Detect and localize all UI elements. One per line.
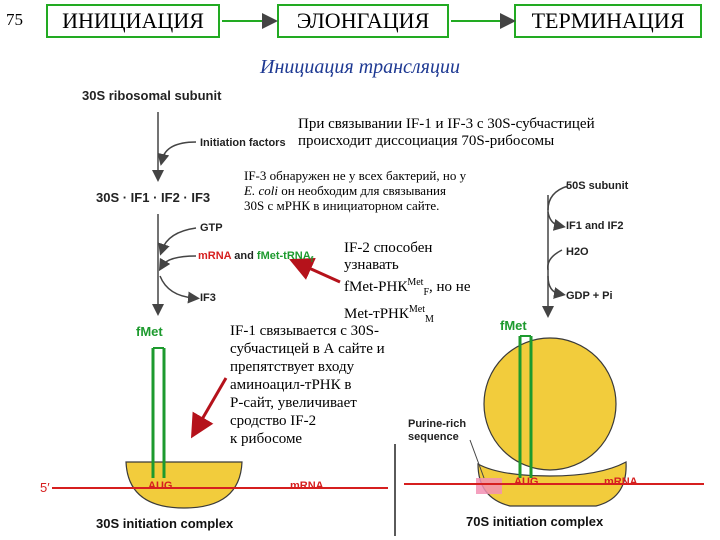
label-purine-rich-sequence: Purine-rich sequence: [408, 418, 466, 444]
label-if3: IF3: [200, 292, 216, 304]
header-box-elongation: ЭЛОНГАЦИЯ: [277, 4, 449, 38]
if3-curve-arrow: [159, 275, 200, 304]
note3-line3-sub: F: [423, 287, 430, 298]
label-aug-70s: AUG: [514, 476, 539, 488]
label-and: and: [234, 250, 254, 262]
purine-pointer: [469, 439, 485, 479]
note4-pointer-arrow: [190, 377, 228, 439]
note1-line2: происходит диссоциация 70S-рибосомы: [298, 133, 555, 149]
label-30s-initiation-complex: 30S initiation complex: [96, 516, 234, 531]
note3-line3-a: fMet-РНК: [344, 279, 408, 295]
note2-line1: IF-3 обнаружен не у всех бактерий, но у: [244, 168, 467, 183]
gdp-curve-arrow: [547, 275, 566, 299]
h2o-curve-arrow: [547, 249, 563, 271]
if1if2-curve-arrow: [547, 211, 566, 231]
label-50s-subunit: 50S subunit: [566, 180, 629, 192]
label-five-prime: 5′: [40, 480, 50, 495]
note2-ecoli-italic: E. coli: [244, 183, 278, 198]
mrna-curve-arrow: [158, 255, 197, 272]
header-box-termination-label: ТЕРМИНАЦИЯ: [531, 8, 685, 33]
header-box-initiation-label: ИНИЦИАЦИЯ: [62, 8, 204, 33]
ribosome-30s: [125, 461, 243, 509]
label-if1-if2: IF1 and IF2: [566, 220, 624, 232]
page-subtitle: Инициация трансляции: [260, 56, 460, 78]
note4-line3: препятствует входу: [230, 359, 355, 375]
purine-rich-highlight: [476, 478, 502, 494]
note3-line1: IF-2 способен: [344, 240, 433, 256]
note4-line2: субчастицей в А сайте и: [230, 341, 385, 357]
note-if1-if3-dissociation: При связывании IF-1 и IF-3 с 30S-субчаст…: [298, 116, 595, 150]
note4-line6: сродство IF-2: [230, 413, 317, 429]
label-70s-initiation-complex: 70S initiation complex: [466, 514, 604, 529]
label-gdp-pi: GDP + Pi: [566, 290, 613, 302]
header-box-initiation: ИНИЦИАЦИЯ: [46, 4, 220, 38]
note3-line4: Met-тРНКMetM: [344, 301, 470, 328]
label-fmet-70s: fMet: [500, 318, 527, 333]
note3-line4-a: Met-тРНК: [344, 306, 409, 322]
note4-line5: Р-сайт, увеличивает: [230, 395, 357, 411]
label-mrna-line-70s: mRNA: [604, 476, 638, 488]
label-initiation-factors: Initiation factors: [200, 137, 286, 149]
note-if3-ecoli: IF-3 обнаружен не у всех бактерий, но у …: [244, 168, 466, 213]
label-30s-ribosomal-subunit: 30S ribosomal subunit: [82, 88, 222, 103]
label-mrna: mRNA: [198, 250, 232, 262]
note3-line4-sub: M: [425, 314, 434, 325]
label-mrna-fmet-trna: mRNA and fMet-tRNAf: [198, 250, 313, 264]
ribosome-70s-large: [483, 337, 617, 471]
header-box-elongation-label: ЭЛОНГАЦИЯ: [296, 8, 430, 33]
label-purine-line2: sequence: [408, 431, 459, 443]
label-purine-line1: Purine-rich: [408, 418, 467, 430]
label-fmet-trna-sub: f: [310, 255, 314, 265]
note2-line3: 30S с мРНК в инициаторном сайте.: [244, 198, 440, 213]
gtp-curve-arrow: [158, 227, 197, 256]
note3-line3: fMet-РНКMetF, но не: [344, 274, 470, 301]
factors-curve-arrow: [157, 141, 197, 166]
note3-pointer-arrow: [289, 257, 341, 284]
note4-line7: к рибосоме: [230, 431, 303, 447]
note2-line2: E. coli он необходим для связывания: [244, 183, 466, 198]
label-h2o: H2O: [566, 246, 589, 258]
slide-number: 75: [6, 10, 23, 29]
note4-line1: IF-1 связывается с 30S-: [230, 323, 380, 339]
label-fmet-30s: fMet: [136, 324, 163, 339]
note-if2-recognition: IF-2 способен узнавать fMet-РНКMetF, но …: [344, 240, 470, 328]
note2-line2-rest: он необходим для связывания: [277, 183, 446, 198]
note3-line3-b: , но не: [429, 279, 471, 295]
note1-line1: При связывании IF-1 и IF-3 с 30S-субчаст…: [298, 116, 595, 132]
note4-line4: аминоацил-тРНК в: [230, 377, 352, 393]
label-30s-if-complex: 30S · IF1 · IF2 · IF3: [96, 190, 211, 205]
note3-line4-sup: Met: [408, 304, 426, 315]
label-aug-30s: AUG: [148, 480, 173, 492]
note3-line3-sup: Met: [407, 277, 424, 288]
label-fmet-trna: fMet-tRNA: [256, 250, 311, 262]
note-if1-a-site: IF-1 связывается с 30S- субчастицей в А …: [230, 322, 385, 448]
label-mrna-line-30s: mRNA: [290, 480, 324, 492]
label-gtp: GTP: [200, 222, 223, 234]
header-box-termination: ТЕРМИНАЦИЯ: [514, 4, 702, 38]
subunit50-curve-arrow: [547, 185, 569, 211]
note3-line2: узнавать: [344, 257, 399, 273]
